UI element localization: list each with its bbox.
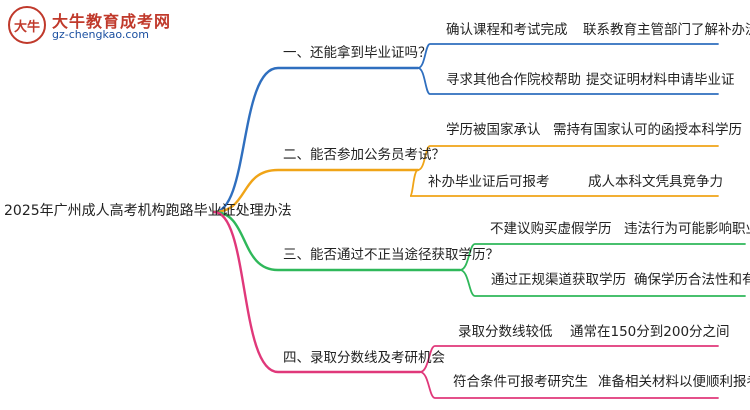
branch-3-child-1: 不建议购买虚假学历 bbox=[490, 221, 612, 237]
logo-url: gz-chengkao.com bbox=[52, 28, 149, 41]
branch-1-child-1-connector bbox=[417, 43, 719, 69]
branch-2-child-1-connector bbox=[417, 145, 719, 171]
branch-2-label: 二、能否参加公务员考试？ bbox=[283, 147, 445, 163]
branch-3-child-1-connector bbox=[459, 243, 746, 271]
branch-1-child-1-detail: 联系教育主管部门了解补办流程 bbox=[583, 22, 750, 38]
branch-2-connector bbox=[212, 168, 420, 214]
branch-2-child-1-detail: 需持有国家认可的函授本科学历 bbox=[553, 122, 742, 138]
branch-3-child-1-detail: 违法行为可能影响职业生涯 bbox=[624, 221, 750, 237]
branch-4-child-1-connector bbox=[419, 345, 719, 373]
branch-4-child-2: 符合条件可报考研究生 bbox=[453, 374, 588, 390]
branch-1-child-2: 寻求其他合作院校帮助 bbox=[446, 72, 581, 88]
branch-3-label: 三、能否通过不正当途径获取学历？ bbox=[283, 247, 499, 263]
branch-2-child-2: 补办毕业证后可报考 bbox=[428, 174, 550, 190]
branch-4-child-2-connector bbox=[419, 371, 719, 399]
branch-4-connector bbox=[212, 210, 422, 374]
branch-1-child-1: 确认课程和考试完成 bbox=[446, 22, 568, 38]
branch-3-child-2-detail: 确保学历合法性和有效性 bbox=[634, 272, 750, 288]
branch-1-connector bbox=[212, 66, 420, 214]
branch-2-child-2-connector bbox=[409, 169, 719, 197]
branch-1-child-2-detail: 提交证明材料申请毕业证 bbox=[586, 72, 735, 88]
branch-4-child-2-detail: 准备相关材料以便顺利报考 bbox=[598, 374, 750, 390]
site-logo: 大牛 大牛教育成考网 gz-chengkao.com bbox=[8, 6, 178, 48]
branch-2-child-1: 学历被国家承认 bbox=[446, 122, 541, 138]
branch-2-child-2-detail: 成人本科文凭具竞争力 bbox=[588, 174, 723, 190]
logo-badge: 大牛 bbox=[8, 6, 46, 44]
branch-3-connector bbox=[212, 210, 462, 272]
branch-3-child-2: 通过正规渠道获取学历 bbox=[491, 272, 626, 288]
branch-3-child-2-connector bbox=[459, 269, 746, 297]
branch-1-label: 一、还能拿到毕业证吗？ bbox=[283, 45, 432, 61]
branch-4-child-1: 录取分数线较低 bbox=[458, 324, 553, 340]
logo-site-name: 大牛教育成考网 bbox=[52, 12, 172, 31]
branch-4-label: 四、录取分数线及考研机会 bbox=[283, 350, 445, 366]
branch-1-child-2-connector bbox=[417, 67, 719, 95]
mindmap-root: 2025年广州成人高考机构跑路毕业证处理办法 bbox=[4, 203, 292, 219]
branch-4-child-1-detail: 通常在150分到200分之间 bbox=[570, 324, 730, 340]
